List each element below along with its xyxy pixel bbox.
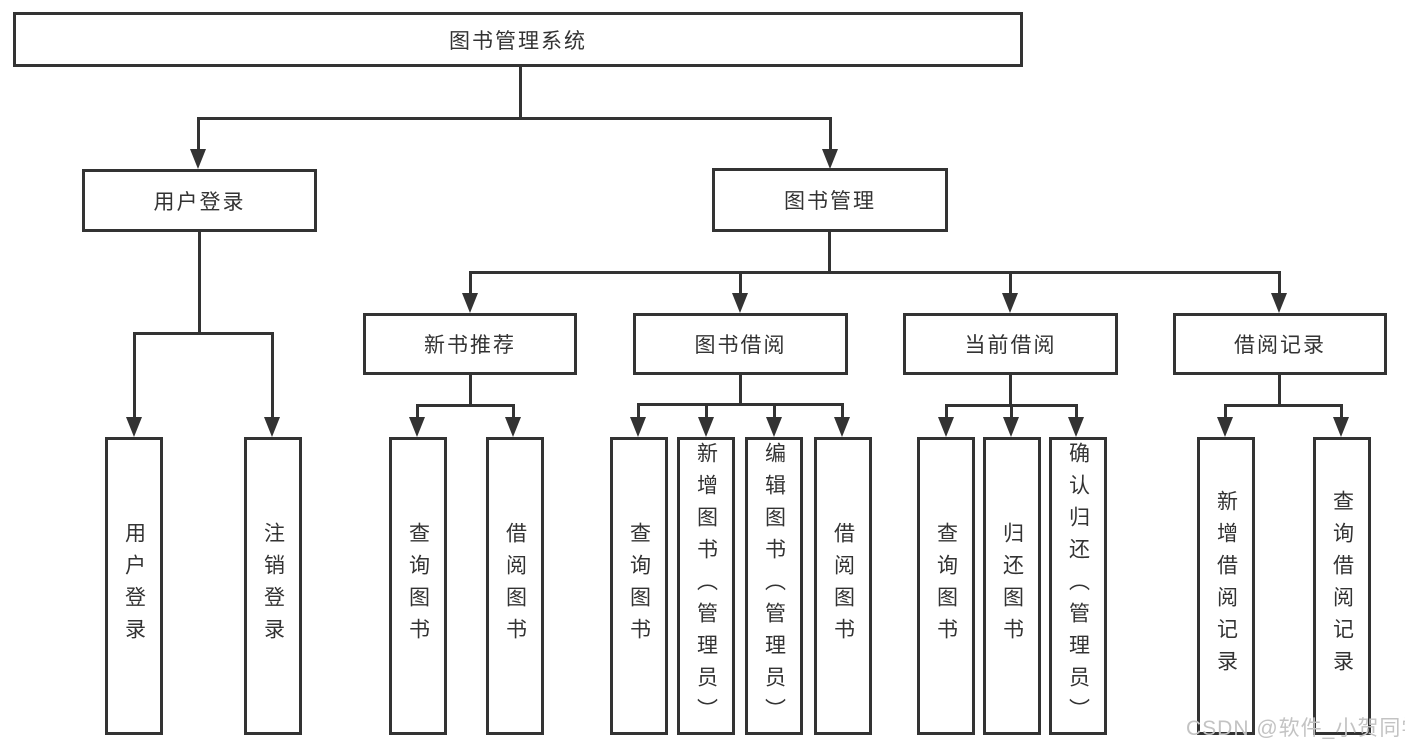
node-add-book-admin-label: 新增图书（管理员） [694,442,718,730]
node-query-borrow-record-label: 查询借阅记录 [1330,490,1354,682]
arrowhead-down-icon [698,417,714,437]
node-borrow-books-leaf-label: 借阅图书 [831,522,855,650]
node-book-borrowing: 图书借阅 [633,313,848,375]
node-add-book-admin: 新增图书（管理员） [677,437,735,735]
node-root: 图书管理系统 [13,12,1023,67]
connector-line [133,332,136,419]
arrowhead-down-icon [505,417,521,437]
connector-line [416,404,419,420]
connector-line [197,117,200,151]
node-edit-book-admin-label: 编辑图书（管理员） [762,442,786,730]
node-new-book-recommend-label: 新书推荐 [424,334,516,357]
arrowhead-down-icon [462,293,478,313]
node-query-books-recommend-label: 查询图书 [406,522,430,650]
node-current-borrowing: 当前借阅 [903,313,1118,375]
arrowhead-down-icon [1003,417,1019,437]
node-query-books-current-label: 查询图书 [934,522,958,650]
connector-line [773,403,776,420]
arrowhead-down-icon [1271,293,1287,313]
csdn-watermark: CSDN @软件_小贺同学 [1186,717,1405,740]
connector-line [198,232,201,334]
node-query-books-recommend: 查询图书 [389,437,447,735]
connector-line [1278,271,1281,295]
node-book-management-label: 图书管理 [784,190,876,213]
connector-line [133,332,274,335]
arrowhead-down-icon [1333,417,1349,437]
connector-line [469,271,472,295]
connector-line [469,375,472,407]
node-confirm-return-admin: 确认归还（管理员） [1049,437,1107,735]
connector-line [829,117,832,151]
node-return-books-label: 归还图书 [1000,522,1024,650]
node-query-books-current: 查询图书 [917,437,975,735]
node-add-borrow-record: 新增借阅记录 [1197,437,1255,735]
arrowhead-down-icon [264,417,280,437]
node-query-borrow-record: 查询借阅记录 [1313,437,1371,735]
connector-line [512,404,515,420]
connector-line [1009,271,1012,295]
connector-line [637,403,640,420]
arrowhead-down-icon [1002,293,1018,313]
node-user-login: 用户登录 [82,169,317,232]
node-user-login-label: 用户登录 [153,190,246,214]
connector-line [519,67,522,119]
arrowhead-down-icon [1217,417,1233,437]
connector-line [945,404,948,420]
node-current-borrowing-label: 当前借阅 [964,334,1057,357]
arrowhead-down-icon [834,417,850,437]
node-add-borrow-record-label: 新增借阅记录 [1214,490,1238,682]
connector-line [271,332,274,419]
connector-line [1278,375,1281,407]
node-edit-book-admin: 编辑图书（管理员） [745,437,803,735]
connector-line [739,375,742,405]
node-borrow-books-leaf: 借阅图书 [814,437,872,735]
connector-line [739,271,742,295]
node-root-label: 图书管理系统 [449,29,587,53]
node-borrow-books-recommend: 借阅图书 [486,437,544,735]
arrowhead-down-icon [938,417,954,437]
node-book-borrowing-label: 图书借阅 [694,334,787,357]
arrowhead-down-icon [732,293,748,313]
arrowhead-down-icon [766,417,782,437]
arrowhead-down-icon [822,149,838,169]
node-borrow-books-recommend-label: 借阅图书 [503,522,527,650]
connector-line [197,117,832,120]
connector-line [416,404,515,407]
connector-line [1075,404,1078,420]
connector-line [1224,404,1227,420]
node-confirm-return-admin-label: 确认归还（管理员） [1066,442,1090,730]
connector-line [705,403,708,420]
arrowhead-down-icon [1068,417,1084,437]
connector-line [828,232,831,273]
arrowhead-down-icon [190,149,206,169]
arrowhead-down-icon [126,417,142,437]
connector-line [637,403,844,406]
arrowhead-down-icon [630,417,646,437]
node-borrowing-records-label: 借阅记录 [1234,334,1326,357]
node-borrowing-records: 借阅记录 [1173,313,1387,375]
node-query-books-borrowing: 查询图书 [610,437,668,735]
connector-line [469,271,1281,274]
node-query-books-borrowing-label: 查询图书 [627,522,651,650]
node-book-management: 图书管理 [712,168,948,232]
connector-line [1224,404,1343,407]
node-return-books: 归还图书 [983,437,1041,735]
node-logout: 注销登录 [244,437,302,735]
node-user-login-leaf: 用户登录 [105,437,163,735]
node-user-login-leaf-label: 用户登录 [122,522,146,650]
connector-line [841,403,844,420]
arrowhead-down-icon [409,417,425,437]
connector-line [1340,404,1343,420]
connector-line [1009,375,1012,407]
connector-line [1010,404,1013,420]
node-new-book-recommend: 新书推荐 [363,313,577,375]
node-logout-label: 注销登录 [261,522,285,650]
